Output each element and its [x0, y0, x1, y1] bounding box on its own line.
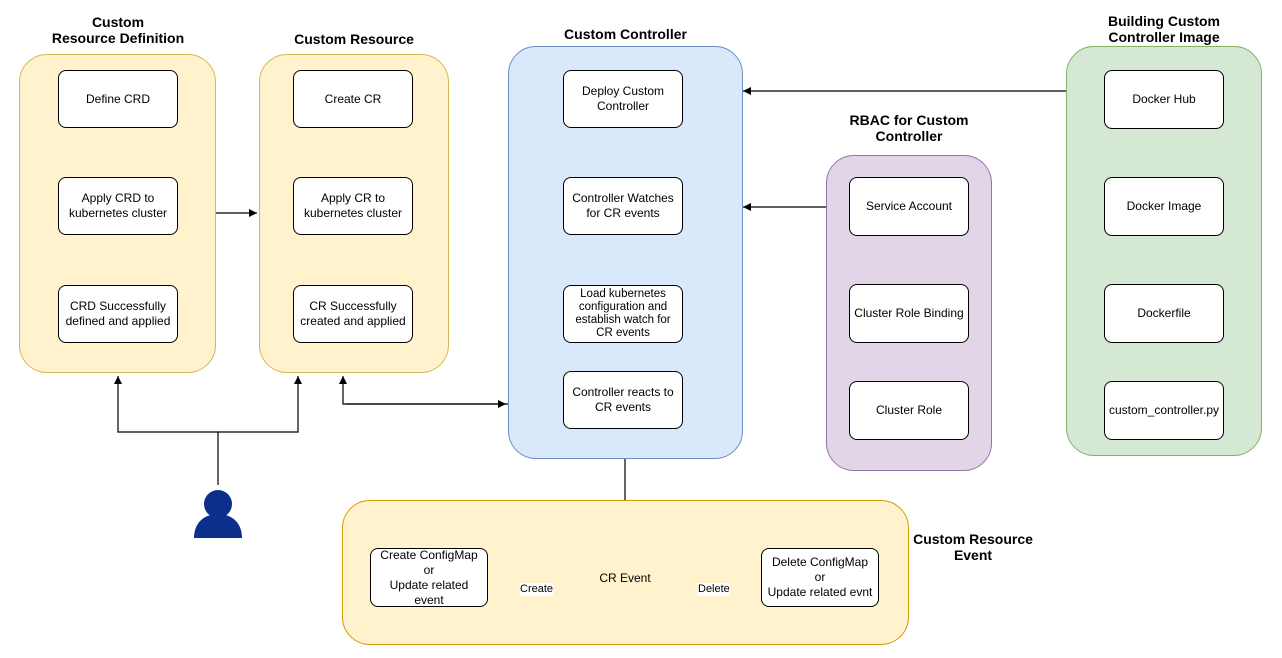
delete-edge-label: Delete	[698, 583, 730, 596]
event-group-title: Custom Resource Event	[913, 531, 1033, 563]
define-crd-node: Define CRD	[58, 70, 178, 128]
cr-group-title: Custom Resource	[294, 31, 414, 47]
create-cr-node: Create CR	[293, 70, 413, 128]
edge-user-to-crd	[114, 376, 219, 485]
create-configmap-node: Create ConfigMap or Update related event	[370, 548, 488, 607]
delete-configmap-node: Delete ConfigMap or Update related evnt	[761, 548, 879, 607]
controller-watches-node: Controller Watches for CR events	[563, 177, 683, 235]
load-config-node: Load kubernetes configuration and establ…	[563, 285, 683, 343]
service-account-node: Service Account	[849, 177, 969, 236]
deploy-controller-node: Deploy Custom Controller	[563, 70, 683, 128]
docker-hub-node: Docker Hub	[1104, 70, 1224, 129]
cr-success-node: CR Successfully created and applied	[293, 285, 413, 343]
cr-event-label: CR Event	[599, 571, 651, 585]
edge-user-to-cr	[218, 376, 302, 433]
custom-controller-py-node: custom_controller.py	[1104, 381, 1224, 440]
cluster-role-binding-node: Cluster Role Binding	[849, 284, 969, 343]
dockerfile-node: Dockerfile	[1104, 284, 1224, 343]
apply-cr-node: Apply CR to kubernetes cluster	[293, 177, 413, 235]
crd-group-title: Custom Resource Definition	[51, 14, 185, 46]
docker-image-node: Docker Image	[1104, 177, 1224, 236]
rbac-group-title: RBAC for Custom Controller	[849, 112, 969, 144]
image-group-title: Building Custom Controller Image	[1108, 13, 1220, 45]
controller-reacts-node: Controller reacts to CR events	[563, 371, 683, 429]
user-icon	[194, 490, 242, 538]
create-edge-label: Create	[520, 583, 554, 596]
apply-crd-node: Apply CRD to kubernetes cluster	[58, 177, 178, 235]
controller-group-title: Custom Controller	[564, 26, 687, 42]
edge-controller-to-cr	[339, 376, 508, 405]
crd-success-node: CRD Successfully defined and applied	[58, 285, 178, 343]
cluster-role-node: Cluster Role	[849, 381, 969, 440]
